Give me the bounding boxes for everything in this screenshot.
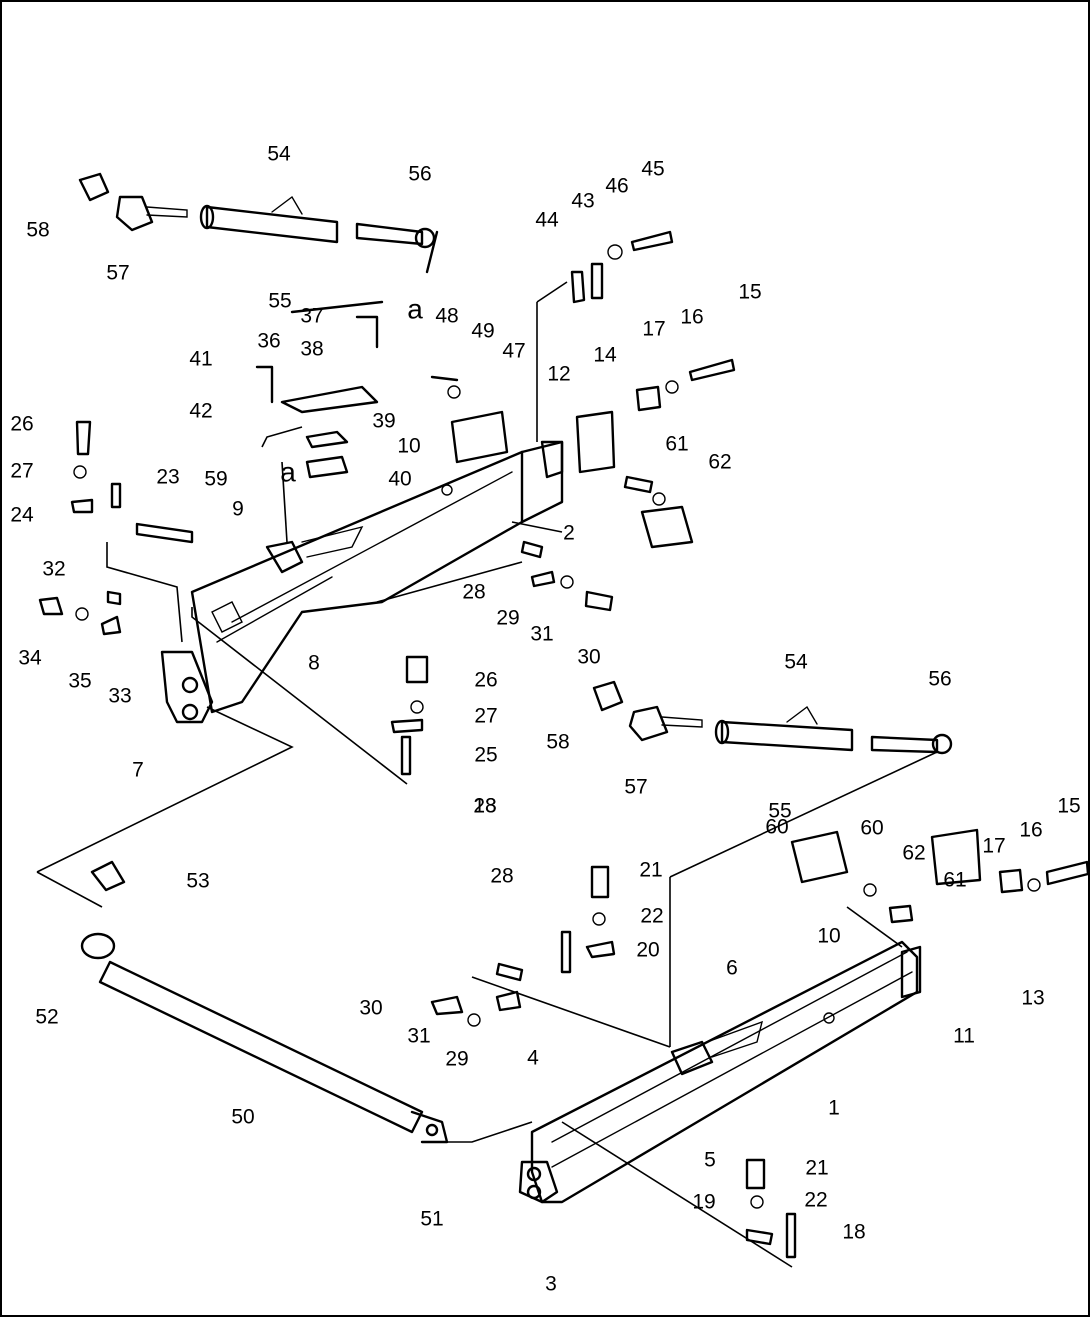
reference-letter-a: a — [407, 293, 423, 324]
callout-23: 23 — [473, 795, 496, 818]
callout-30: 30 — [577, 646, 600, 669]
callout-28: 28 — [490, 865, 513, 888]
callout-37: 37 — [300, 305, 323, 328]
callout-8: 8 — [308, 652, 320, 675]
callout-10: 10 — [397, 435, 420, 458]
callout-58: 58 — [546, 731, 569, 754]
reference-letters: aa — [280, 293, 423, 487]
callout-52: 52 — [35, 1006, 58, 1029]
callout-21: 21 — [805, 1157, 828, 1180]
callout-46: 46 — [605, 175, 628, 198]
callout-5: 5 — [704, 1149, 716, 1172]
callout-40: 40 — [388, 468, 411, 491]
callout-31: 31 — [530, 623, 553, 646]
callout-56: 56 — [408, 163, 431, 186]
callout-4: 4 — [527, 1047, 539, 1070]
callout-48: 48 — [435, 305, 458, 328]
callout-14: 14 — [593, 344, 617, 367]
callout-12: 12 — [547, 363, 570, 386]
callout-61: 61 — [943, 869, 966, 892]
callout-42: 42 — [189, 400, 212, 423]
callout-32: 32 — [42, 558, 65, 581]
callout-54: 54 — [267, 143, 291, 166]
callout-29: 29 — [496, 607, 519, 630]
reference-letter-a: a — [280, 456, 296, 487]
callout-23: 23 — [156, 466, 179, 489]
callout-11: 11 — [953, 1025, 975, 1048]
callout-58: 58 — [26, 219, 49, 242]
callout-43: 43 — [571, 190, 594, 213]
callout-36: 36 — [257, 330, 280, 353]
callout-38: 38 — [300, 338, 323, 361]
callout-26: 26 — [474, 669, 497, 692]
callout-22: 22 — [640, 905, 663, 928]
callout-7: 7 — [132, 759, 144, 782]
callout-49: 49 — [471, 320, 494, 343]
callout-24: 24 — [10, 504, 34, 527]
callout-15: 15 — [738, 281, 761, 304]
callout-19: 19 — [692, 1191, 715, 1214]
callout-22: 22 — [804, 1189, 827, 1212]
callout-33: 33 — [108, 685, 131, 708]
callout-28: 28 — [462, 581, 485, 604]
callout-1: 1 — [828, 1097, 840, 1120]
callout-54: 54 — [784, 651, 808, 674]
callout-44: 44 — [535, 209, 559, 232]
callout-50: 50 — [231, 1106, 254, 1129]
callout-59: 59 — [204, 468, 227, 491]
callout-29: 29 — [445, 1048, 468, 1071]
callout-57: 57 — [106, 262, 129, 285]
upper-cylinder-part — [78, 172, 436, 249]
middle-cylinder-part — [592, 680, 953, 755]
callout-60: 60 — [860, 817, 883, 840]
callout-57: 57 — [624, 776, 647, 799]
callout-62: 62 — [902, 842, 925, 865]
callout-25: 25 — [474, 744, 497, 767]
callout-2: 2 — [563, 522, 575, 545]
connection-lines — [36, 281, 938, 1268]
callout-41: 41 — [189, 348, 212, 371]
callout-18: 18 — [473, 795, 496, 818]
callout-51: 51 — [420, 1208, 443, 1231]
callout-26: 26 — [10, 413, 33, 436]
callout-27: 27 — [474, 705, 497, 728]
callout-61: 61 — [665, 433, 688, 456]
callout-16: 16 — [1019, 819, 1042, 842]
callout-6: 6 — [726, 957, 738, 980]
callout-35: 35 — [68, 670, 91, 693]
callout-39: 39 — [372, 410, 395, 433]
callout-45: 45 — [641, 158, 664, 181]
callout-56: 56 — [928, 668, 951, 691]
callout-20: 20 — [636, 939, 659, 962]
callout-17: 17 — [982, 835, 1005, 858]
callout-62: 62 — [708, 451, 731, 474]
callout-16: 16 — [680, 306, 703, 329]
callout-34: 34 — [18, 647, 42, 670]
callout-53: 53 — [186, 870, 209, 893]
hardware-parts — [38, 230, 1090, 1259]
callout-15: 15 — [1057, 795, 1080, 818]
callout-17: 17 — [642, 318, 665, 341]
callout-9: 9 — [232, 498, 244, 521]
callout-30: 30 — [359, 997, 382, 1020]
callout-55: 55 — [768, 800, 791, 823]
callout-13: 13 — [1021, 987, 1044, 1010]
callout-18: 18 — [842, 1221, 865, 1244]
upper-frame-part — [160, 440, 564, 724]
lower-cylinder-part — [80, 860, 449, 1144]
lower-frame-part — [518, 940, 919, 1204]
callout-3: 3 — [545, 1273, 557, 1296]
callout-60: 60 — [765, 816, 788, 839]
callout-55: 55 — [268, 290, 291, 313]
part-callouts: 1234567891010111213141515161617171818192… — [10, 143, 1080, 1296]
callout-21: 21 — [639, 859, 662, 882]
callout-27: 27 — [10, 460, 33, 483]
callout-10: 10 — [817, 925, 840, 948]
callout-31: 31 — [407, 1025, 430, 1048]
callout-47: 47 — [502, 340, 525, 363]
